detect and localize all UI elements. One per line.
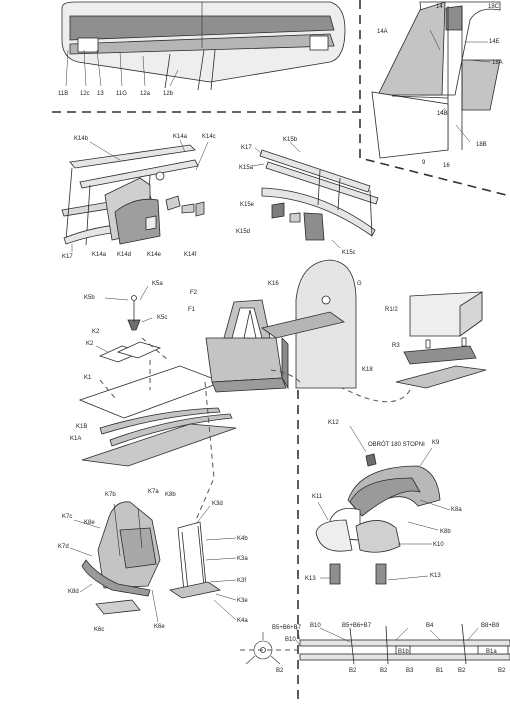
label-k6e: K6e	[154, 624, 165, 630]
label-12b: 12b	[163, 91, 174, 97]
tail-assembly: 14 18C 14A 14E 18A 14B 9 16 18B	[371, 1, 503, 169]
cabin-frame-right: K17 K15b K15a K15e K15d K15c	[236, 137, 379, 256]
label-k5a: K5a	[152, 281, 163, 287]
label-k3f: K3f	[237, 578, 246, 584]
floor-frame-assembly: K5b K5a K5c K2 K2 K1 K1B K1A F2 F1 G	[70, 259, 487, 521]
label-b2-2: B2	[349, 668, 357, 674]
label-b1a: B1a	[486, 649, 497, 655]
label-f2: F2	[190, 290, 198, 296]
label-k11: K11	[312, 494, 323, 500]
label-k15d: K15d	[236, 229, 250, 235]
label-k15b: K15b	[283, 137, 298, 143]
label-k4a: K4a	[237, 618, 248, 624]
label-k7b: K7b	[105, 492, 116, 498]
label-k2-top: K2	[92, 329, 100, 335]
label-b10-left: B10	[285, 637, 296, 643]
label-14b: 14B	[437, 111, 448, 117]
label-k15a: K15a	[239, 165, 254, 171]
label-k13-right: K13	[430, 573, 441, 579]
label-k14d: K14d	[117, 252, 131, 258]
label-18b: 18B	[476, 142, 487, 148]
cabin-frame-left: K14b K14a K14c K17 K14a K14d K14e K14f	[61, 134, 216, 260]
label-16: 16	[443, 163, 450, 169]
seat-assembly: K7b K7a K8b K7c K8e K7d K8d K6c K6e K3d …	[58, 489, 248, 633]
label-11g: 11G	[116, 91, 127, 97]
label-b2-4: B2	[458, 668, 466, 674]
label-b10-right: B10	[310, 623, 321, 629]
label-k15e: K15e	[240, 202, 255, 208]
label-f1: F1	[188, 307, 196, 313]
label-k8e: K8e	[84, 520, 95, 526]
label-k14a: K14a	[92, 252, 107, 258]
label-b2-1: B2	[276, 668, 284, 674]
label-12c: 12c	[80, 91, 90, 97]
label-k13-left: K13	[305, 576, 316, 582]
label-k15c: K15c	[342, 250, 356, 256]
label-k10: K10	[433, 542, 444, 548]
label-b1b: B1b	[398, 649, 409, 655]
label-k14c: K14c	[202, 134, 216, 140]
label-k6c: K6c	[94, 627, 104, 633]
label-k17-right: K17	[241, 145, 252, 151]
label-k14b: K14b	[74, 136, 89, 142]
label-k8d: K8d	[68, 589, 79, 595]
wing-assembly: 11B 12c 13 11G 12a 12b	[58, 1, 346, 97]
label-k18: K18	[362, 367, 373, 373]
label-11b: 11B	[58, 91, 68, 97]
label-k8a-hood: K8a	[451, 507, 462, 513]
label-18c: 18C	[488, 4, 500, 10]
label-k16-top: K16	[268, 281, 279, 287]
label-b5b6b7-right: B5+B6+B7	[342, 623, 372, 629]
label-k2: K2	[86, 341, 94, 347]
label-14: 14	[436, 4, 443, 10]
label-obrot-note: OBRÓT 180 STOPNI	[368, 441, 425, 448]
label-k1a: K1A	[70, 436, 81, 442]
label-k8b-hood: K8b	[440, 529, 451, 535]
label-9: 9	[422, 160, 426, 166]
label-b8b9: B8+B9	[481, 623, 500, 629]
label-b3: B3	[406, 668, 414, 674]
label-b4: B4	[426, 623, 434, 629]
label-b2-5: B2	[498, 668, 506, 674]
label-k8b-seat: K8b	[165, 492, 176, 498]
label-b1: B1	[436, 668, 444, 674]
label-k14f: K14f	[184, 252, 197, 258]
label-r3: R3	[392, 343, 400, 349]
label-13: 13	[97, 91, 104, 97]
label-12a: 12a	[140, 91, 151, 97]
label-14e: 14E	[489, 39, 500, 45]
label-k7c: K7c	[62, 514, 72, 520]
label-g: G	[357, 281, 362, 287]
label-k3e: K3e	[237, 598, 248, 604]
label-18a: 18A	[492, 60, 503, 66]
label-k1: K1	[84, 375, 92, 381]
label-k1b: K1B	[76, 424, 87, 430]
label-k7d: K7d	[58, 544, 69, 550]
label-14a: 14A	[377, 29, 388, 35]
label-k17: K17	[62, 254, 73, 260]
label-k9: K9	[432, 440, 440, 446]
label-k12: K12	[328, 420, 339, 426]
label-k14a-top: K14a	[173, 134, 188, 140]
label-k7a: K7a	[148, 489, 159, 495]
tail-boom-assembly: B5+B6+B7 B10 B10 B5+B6+B7 B4 B8+B9 B1b B…	[240, 623, 510, 674]
hood-assembly: K12 OBRÓT 180 STOPNI K9 K11 K8a K8b K10 …	[305, 420, 462, 585]
label-k5b: K5b	[84, 295, 95, 301]
label-k3a: K3a	[237, 556, 248, 562]
label-k14e: K14e	[147, 252, 162, 258]
label-k5c: K5c	[157, 315, 167, 321]
label-r12: R1/2	[385, 307, 398, 313]
label-k3d: K3d	[212, 501, 223, 507]
label-k4b: K4b	[237, 536, 248, 542]
section-cut-line	[52, 111, 510, 197]
label-b2-3: B2	[380, 668, 388, 674]
label-b5b6b7-left: B5+B6+B7	[272, 625, 302, 631]
